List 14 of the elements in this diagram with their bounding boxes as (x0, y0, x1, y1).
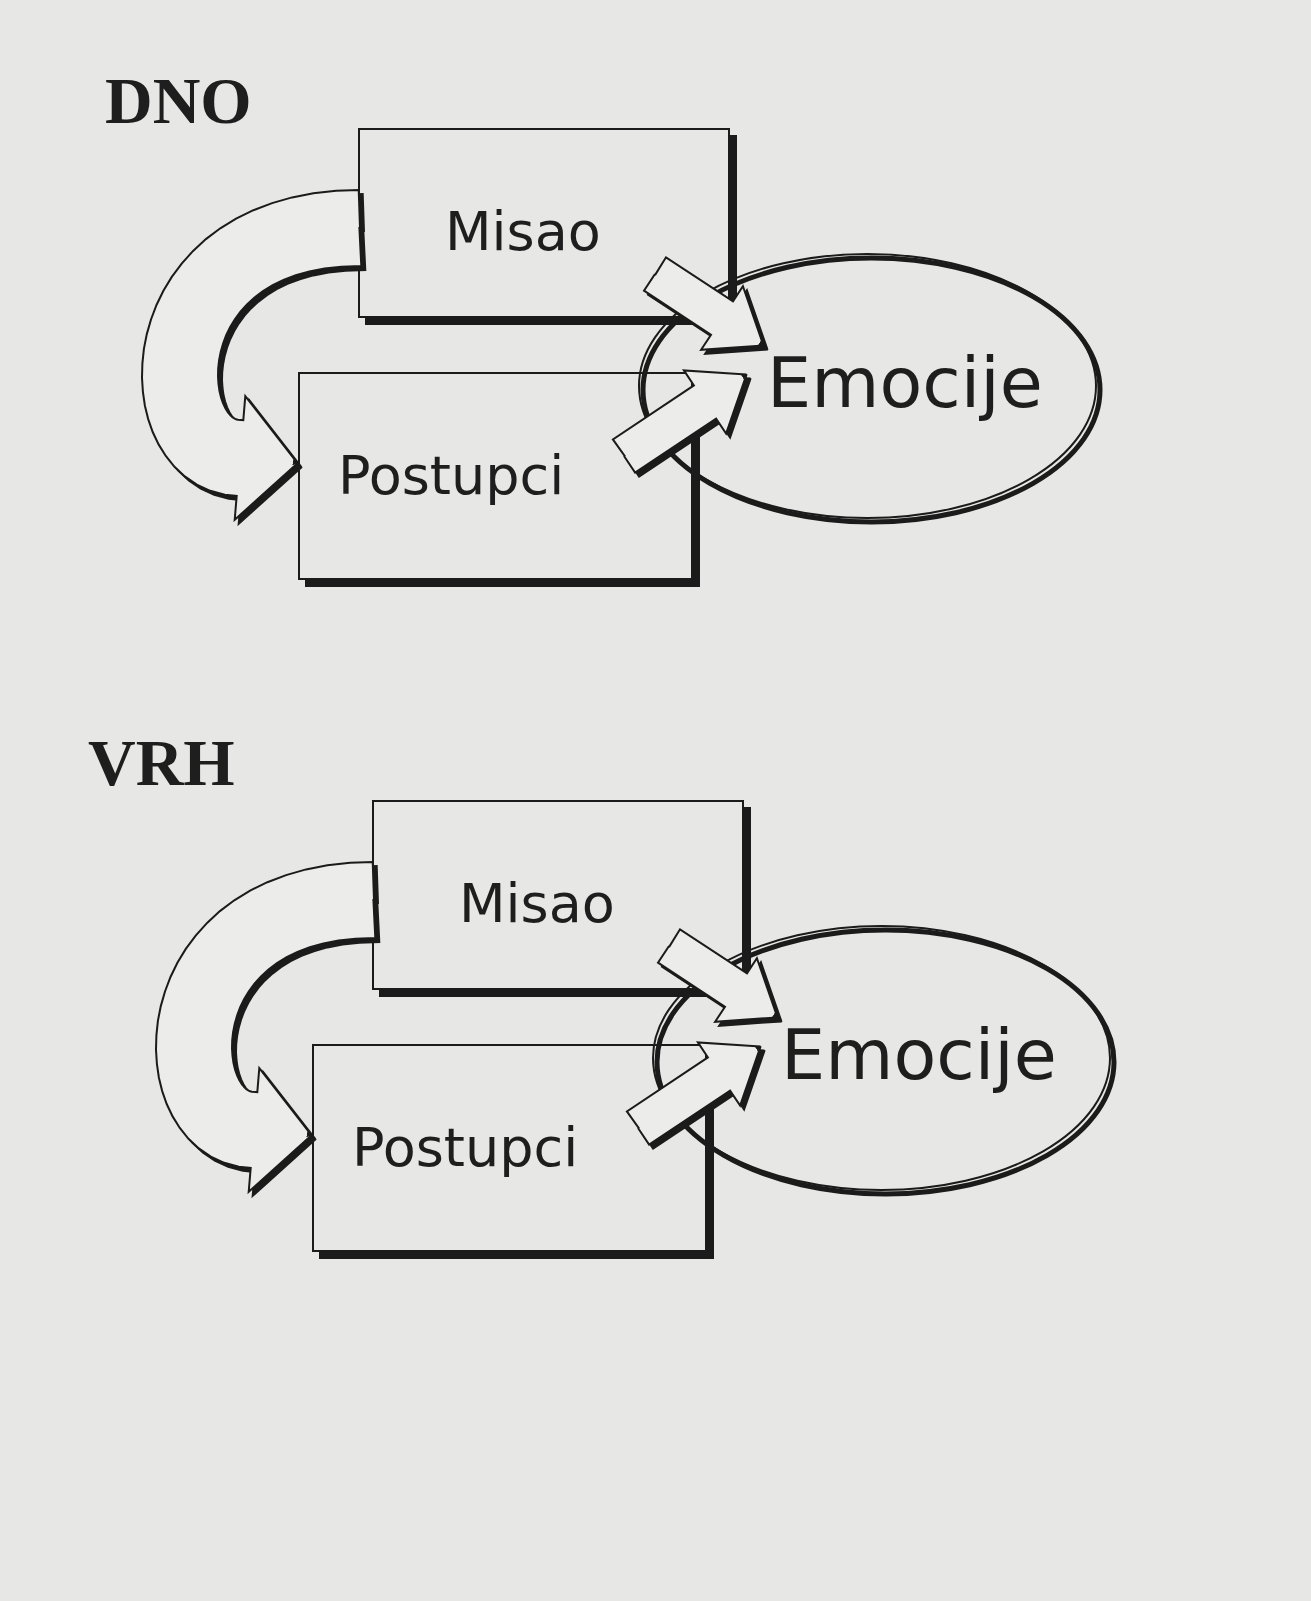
block-arrow (155, 860, 377, 1195)
node-label: Misao (459, 877, 615, 931)
node-label: Misao (445, 205, 601, 259)
heading: DNO (105, 68, 252, 134)
ellipse-node (649, 922, 1114, 1194)
heading: VRH (88, 730, 235, 796)
block-arrow (141, 188, 363, 523)
block-arrow (656, 927, 779, 1023)
block-arrow (625, 1041, 762, 1146)
block-arrow (642, 255, 765, 351)
node-label: Postupci (352, 1121, 579, 1175)
ellipse-node (635, 250, 1100, 522)
block-arrow (611, 369, 748, 474)
node-label: Postupci (338, 449, 565, 503)
